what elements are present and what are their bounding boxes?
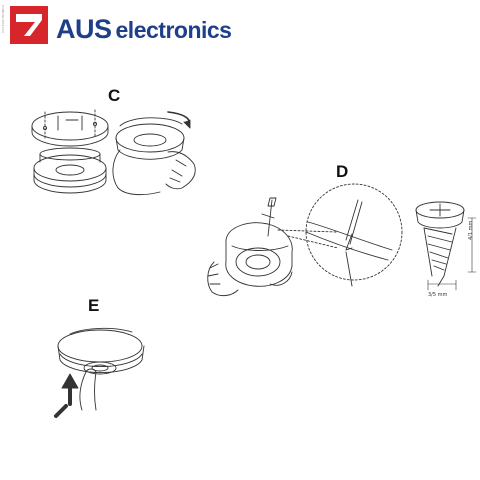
brand-logo-icon <box>10 6 48 44</box>
mounting-plate <box>31 109 109 147</box>
screw <box>415 201 477 291</box>
smoke-detector <box>33 147 107 194</box>
brand-name-prefix: AUS <box>56 14 112 44</box>
zoom-line <box>277 229 339 249</box>
step-label-d: D <box>336 162 349 181</box>
hand <box>79 368 97 411</box>
screw-width-label: 3/5 mm <box>428 292 448 298</box>
smoke-detector <box>225 222 293 287</box>
smoke-detector <box>57 327 145 375</box>
rotate-arrow <box>167 111 191 129</box>
screw-length-label: 4/1 mm <box>468 220 474 240</box>
step-label-c: C <box>108 86 121 105</box>
arrow <box>54 373 79 418</box>
zoom-circle <box>305 183 403 287</box>
screwdriver <box>261 197 277 237</box>
hand <box>112 149 196 196</box>
brand-name-suffix: electronics <box>115 17 232 43</box>
smoke-detector <box>115 117 185 160</box>
step-label-e: E <box>88 296 100 315</box>
